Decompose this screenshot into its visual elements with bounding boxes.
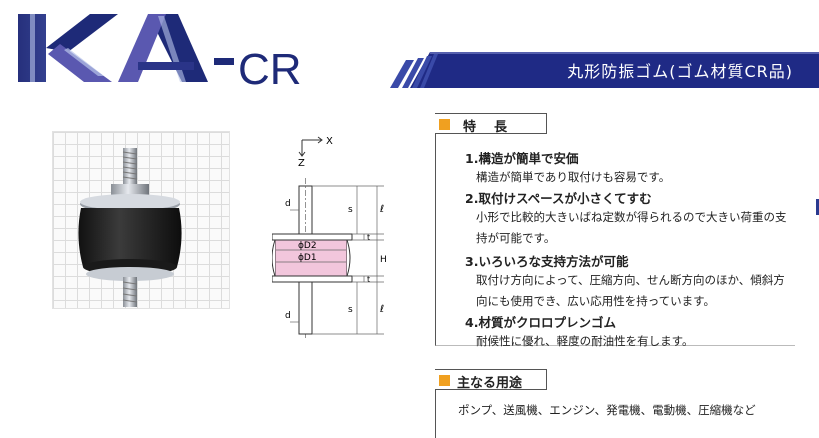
feature-item: 3.いろいろな支持方法が可能 取付け方向によって、圧縮方向、せん断方向のほか、傾… bbox=[465, 251, 795, 312]
features-section: 特長 1.構造が簡単で安価 構造が簡単であり取付けも容易です。 2.取付けスペー… bbox=[435, 113, 819, 348]
feature-text: 耐候性に優れ、軽度の耐油性を有します。 bbox=[476, 334, 694, 348]
z-axis-label: Z bbox=[298, 158, 305, 169]
features-list: 1.構造が簡単で安価 構造が簡単であり取付けも容易です。 2.取付けスペースが小… bbox=[435, 134, 795, 348]
bottom-stud bbox=[122, 277, 138, 307]
uses-text: ポンプ、送風機、エンジン、発電機、電動機、圧縮機など bbox=[458, 403, 756, 417]
x-axis-label: X bbox=[326, 136, 333, 147]
section-marker-icon bbox=[439, 119, 450, 130]
uses-body: ポンプ、送風機、エンジン、発電機、電動機、圧縮機など bbox=[435, 390, 795, 438]
features-header: 特長 bbox=[435, 113, 547, 135]
edge-marker bbox=[816, 199, 819, 215]
feature-heading: 4.材質がクロロプレンゴム bbox=[465, 315, 616, 330]
product-logo: CR bbox=[8, 4, 338, 94]
feature-text: 小形で比較的大きいばね定数が得られるので大きい荷重の支持が可能です。 bbox=[476, 210, 787, 245]
uses-section: 主なる用途 ポンプ、送風機、エンジン、発電機、電動機、圧縮機など bbox=[435, 369, 819, 438]
section-marker-icon bbox=[439, 375, 450, 386]
title-banner: 丸形防振ゴム(ゴム材質CR品) bbox=[390, 52, 819, 88]
logo-letter-k bbox=[18, 14, 118, 82]
feature-text: 取付け方向によって、圧縮方向、せん断方向のほか、傾斜方向にも使用でき、広い応用性… bbox=[476, 273, 785, 308]
d-top-label: d bbox=[285, 199, 291, 209]
rubber-section bbox=[274, 239, 348, 277]
logo-letter-a bbox=[118, 14, 208, 82]
feature-item: 2.取付けスペースが小さくてすむ 小形で比較的大きいばね定数が得られるので大きい… bbox=[465, 188, 795, 249]
banner-title: 丸形防振ゴム(ゴム材質CR品) bbox=[567, 62, 793, 81]
uses-header: 主なる用途 bbox=[435, 369, 547, 391]
d2-label: ϕD2 bbox=[298, 241, 317, 251]
s-top-label: s bbox=[348, 205, 353, 215]
l-bottom-label: ℓ bbox=[380, 304, 384, 315]
feature-heading: 2.取付けスペースが小さくてすむ bbox=[465, 191, 652, 206]
t-bottom-label: t bbox=[367, 275, 370, 284]
logo-suffix: CR bbox=[238, 45, 302, 94]
rubber-body bbox=[78, 208, 182, 267]
axis-indicator bbox=[298, 136, 323, 157]
feature-heading: 1.構造が簡単で安価 bbox=[465, 151, 579, 166]
features-title: 特長 bbox=[463, 120, 526, 135]
feature-heading: 3.いろいろな支持方法が可能 bbox=[465, 254, 629, 269]
t-top-label: t bbox=[367, 233, 370, 242]
l-top-label: ℓ bbox=[380, 204, 384, 215]
uses-title: 主なる用途 bbox=[457, 376, 523, 391]
logo-dash bbox=[214, 58, 234, 65]
banner-background bbox=[390, 52, 819, 88]
top-stud bbox=[111, 148, 149, 198]
d1-label: ϕD1 bbox=[298, 253, 317, 263]
product-photo bbox=[52, 131, 230, 309]
feature-item: 4.材質がクロロプレンゴム 耐候性に優れ、軽度の耐油性を有します。 bbox=[465, 312, 795, 352]
h-label: H bbox=[380, 255, 387, 265]
s-bottom-label: s bbox=[348, 305, 353, 315]
dimension-drawing: X Z ϕD2 ϕD1 d d bbox=[271, 128, 412, 348]
feature-item: 1.構造が簡単で安価 構造が簡単であり取付けも容易です。 bbox=[465, 148, 795, 188]
d-bottom-label: d bbox=[285, 311, 291, 321]
feature-text: 構造が簡単であり取付けも容易です。 bbox=[476, 170, 671, 184]
